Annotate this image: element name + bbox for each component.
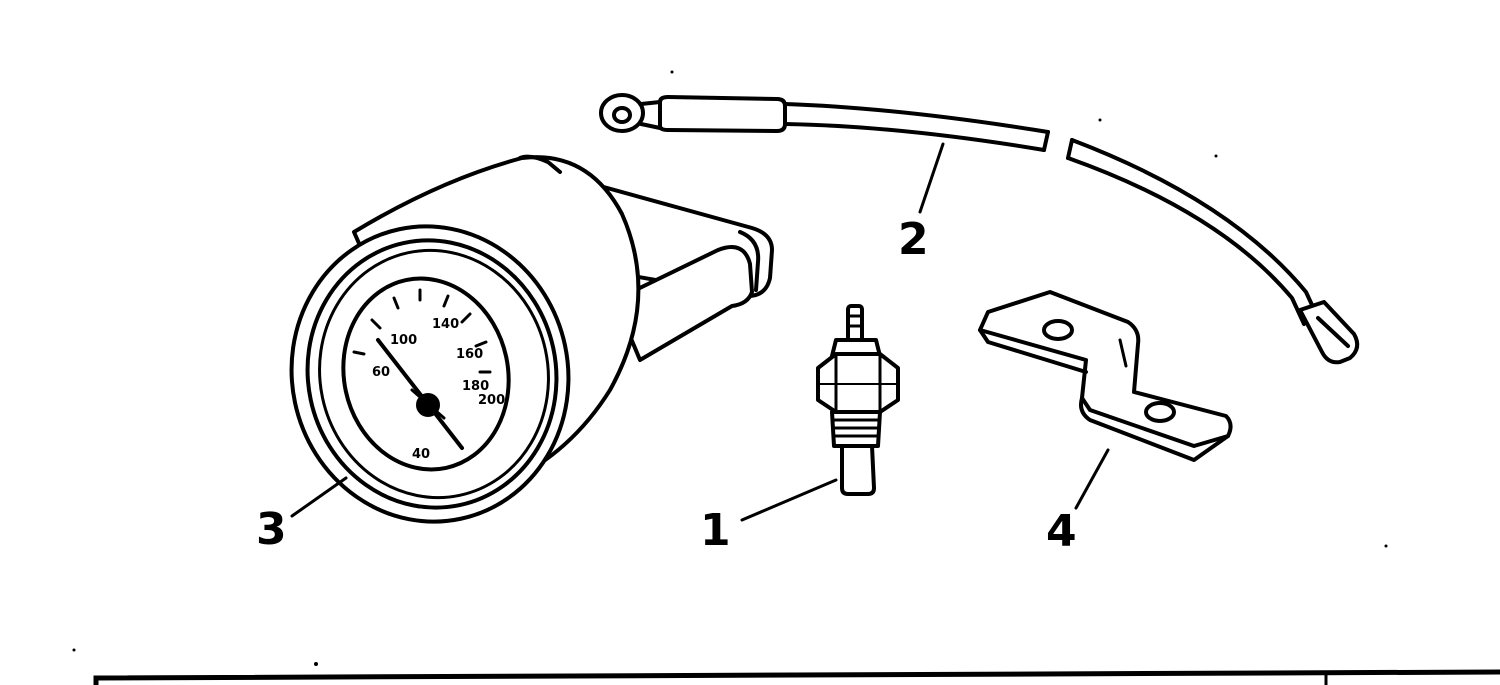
scan-specks [72,70,1388,666]
sender-probe [840,444,876,496]
spade-terminal [1298,300,1360,365]
mounting-bracket [978,290,1233,510]
dial-label: 140 [432,317,459,332]
gauge-dial-labels: 140 100 160 60 180 200 40 [372,317,505,462]
dial-label: 60 [372,365,390,380]
callout-3-leader [290,476,348,518]
temperature-sender [740,304,900,522]
bracket-hole [1144,401,1176,423]
callout-3-label: 3 [256,504,287,555]
dial-label: 100 [390,333,417,348]
page-frame-bottom [93,669,1500,685]
dial-label: 180 [462,379,489,394]
callout-2-leader [918,142,945,214]
callout-2-label: 2 [898,214,929,265]
wire-sleeve [658,95,787,133]
callout-1-label: 1 [700,505,731,556]
sender-wire [599,93,1360,365]
gauge-needle [376,338,464,450]
gauge-dial-face [341,276,511,472]
callout-1-leader [740,478,838,522]
temperature-gauge [289,154,774,524]
dial-label: 160 [456,347,483,362]
callout-4-label: 4 [1046,506,1077,557]
dial-label: 40 [412,447,430,462]
bracket-hole [1042,319,1074,341]
callout-4-leader [1074,448,1110,510]
dial-label: 200 [478,393,505,408]
